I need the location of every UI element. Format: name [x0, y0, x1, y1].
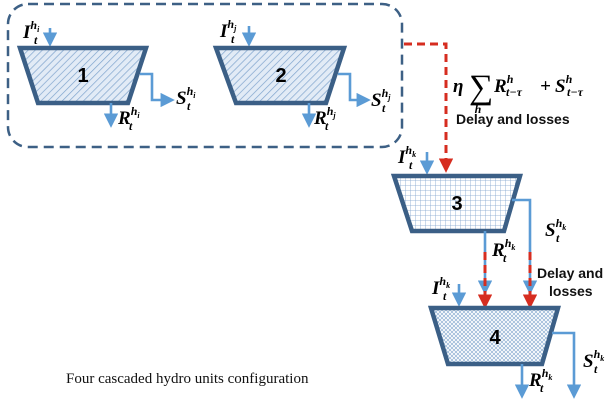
- unit3-spill-supsub: k: [562, 223, 566, 232]
- unit4-spill-base: S: [583, 351, 594, 372]
- unit1-release-supsub: i: [137, 111, 140, 120]
- unit2-spill-arrow: [338, 72, 371, 108]
- formula-s-sup: h: [566, 72, 573, 86]
- unit4-inflow-sup: h: [439, 274, 446, 288]
- unit2-spill-base: S: [371, 90, 382, 111]
- upstream-transfer-arrow: [404, 42, 454, 173]
- unit1-spill-base: S: [176, 88, 187, 109]
- unit4-release-supsub: k: [548, 373, 552, 382]
- unit2-spill-supsub: j: [386, 93, 391, 102]
- unit2-release-base: R: [313, 108, 327, 129]
- unit4-inflow-base: I: [431, 278, 440, 299]
- unit3-release-supsub: k: [511, 243, 515, 252]
- delay-label-upper: Delay and losses: [456, 111, 570, 127]
- unit1-inflow-base: I: [22, 22, 31, 43]
- unit3-inflow-sub: t: [409, 158, 413, 172]
- unit4-inflow-supsub: k: [446, 281, 450, 290]
- unit3-reservoir: [390, 173, 523, 234]
- unit2-inflow-supsub: j: [232, 24, 237, 33]
- unit3-release-sub: t: [503, 251, 507, 265]
- unit4-spill-sup: h: [594, 347, 601, 361]
- unit1-inflow-sup: h: [30, 18, 37, 32]
- unit2-spill-sub: t: [382, 101, 386, 115]
- formula-sum: ∑: [469, 69, 493, 106]
- unit1-number: 1: [77, 65, 88, 87]
- unit3-number: 3: [451, 193, 462, 215]
- figure-caption: Four cascaded hydro units configuration: [66, 371, 309, 387]
- unit2-inflow-sub: t: [231, 32, 235, 46]
- unit3-release-sup: h: [505, 236, 512, 250]
- unit3-inflow-supsub: k: [412, 150, 416, 159]
- unit4-inflow-sub: t: [443, 289, 447, 303]
- formula-r-base: R: [493, 76, 507, 97]
- unit2-release-sub: t: [325, 119, 329, 133]
- formula-sum-index: h: [475, 102, 482, 116]
- unit2-number: 2: [275, 65, 286, 87]
- aggregate-formula-left: η: [453, 76, 463, 97]
- unit1-inflow-supsub: i: [37, 25, 40, 34]
- unit3-spill-arrow: [512, 198, 538, 295]
- unit3-release-base: R: [491, 240, 505, 261]
- unit4-spill-sub: t: [594, 362, 598, 376]
- unit1-release-base: R: [117, 108, 131, 129]
- unit2-release-supsub: j: [331, 111, 336, 120]
- unit1-inflow-sub: t: [34, 33, 38, 47]
- unit4-release-sup: h: [542, 366, 549, 380]
- unit1-reservoir: [16, 45, 150, 106]
- unit3-spill-sub: t: [556, 231, 560, 245]
- unit1-release-sup: h: [131, 104, 138, 118]
- unit1-spill-supsub: i: [193, 91, 196, 100]
- unit2-inflow-base: I: [219, 21, 228, 42]
- unit2-reservoir: [212, 45, 348, 106]
- unit2-spill-sup: h: [382, 86, 389, 100]
- unit4-release-sub: t: [540, 381, 544, 395]
- unit4-spill-arrow: [552, 331, 582, 399]
- unit1-spill-sup: h: [187, 84, 194, 98]
- unit3-spill-sup: h: [556, 216, 563, 230]
- unit2-inflow-sup: h: [227, 17, 234, 31]
- delay-label-lower-line2: losses: [549, 283, 593, 299]
- unit3-inflow-base: I: [397, 147, 406, 168]
- formula-r-sup: h: [507, 72, 514, 86]
- delay-label-lower-line1: Delay and: [537, 265, 603, 281]
- unit3-spill-base: S: [545, 220, 556, 241]
- unit1-spill-sub: t: [187, 99, 191, 113]
- unit3-inflow-sup: h: [405, 143, 412, 157]
- unit4-release-base: R: [528, 370, 542, 391]
- unit1-release-sub: t: [129, 119, 133, 133]
- unit4-reservoir: [427, 305, 561, 367]
- formula-r-sub: t−τ: [506, 85, 523, 99]
- upstream-group-box: [6, 2, 404, 149]
- unit4-number: 4: [489, 327, 501, 349]
- unit4-spill-supsub: k: [600, 354, 604, 363]
- formula-s-base: S: [555, 76, 566, 97]
- unit1-spill-arrow: [140, 72, 175, 108]
- unit2-release-sup: h: [327, 104, 334, 118]
- formula-eta: η: [453, 76, 463, 97]
- formula-plus: +: [540, 76, 551, 97]
- formula-s-sub: t−τ: [567, 85, 584, 99]
